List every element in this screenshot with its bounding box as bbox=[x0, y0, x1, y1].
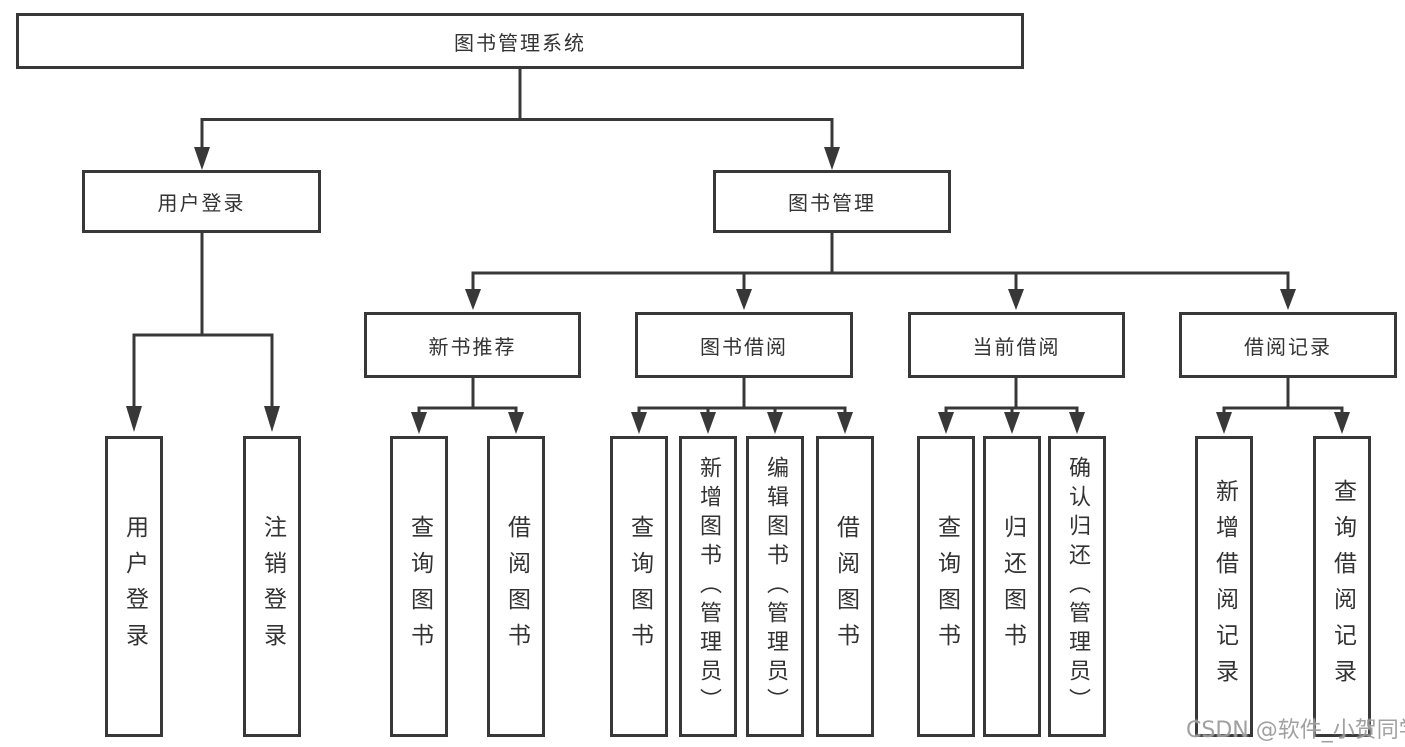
leaf-return-books: 归还图书 bbox=[983, 436, 1041, 737]
node-borrow-records: 借阅记录 bbox=[1179, 312, 1397, 378]
leaf-label: 新增图书（管理员） bbox=[696, 456, 721, 717]
leaf-label: 查询图书 bbox=[406, 514, 433, 659]
node-label: 用户登录 bbox=[157, 191, 246, 215]
leaf-logout: 注销登录 bbox=[243, 436, 301, 737]
node-current-borrowing: 当前借阅 bbox=[908, 312, 1125, 378]
leaf-user-login: 用户登录 bbox=[105, 436, 163, 737]
node-label: 图书借阅 bbox=[700, 334, 788, 359]
leaf-label: 查询图书 bbox=[933, 514, 960, 659]
leaf-query-books: 查询图书 bbox=[610, 436, 668, 737]
node-book-management: 图书管理 bbox=[713, 170, 951, 233]
leaf-query-books: 查询图书 bbox=[917, 436, 975, 737]
node-label: 新书推荐 bbox=[428, 334, 517, 359]
leaf-label: 借阅图书 bbox=[503, 514, 530, 659]
leaf-add-borrow-record: 新增借阅记录 bbox=[1195, 436, 1253, 737]
leaf-label: 用户登录 bbox=[121, 514, 148, 659]
leaf-confirm-return-admin: 确认归还（管理员） bbox=[1048, 436, 1106, 737]
node-user-login: 用户登录 bbox=[82, 170, 321, 233]
leaf-label: 确认归还（管理员） bbox=[1065, 456, 1090, 717]
leaf-borrow-books: 借阅图书 bbox=[487, 436, 545, 737]
leaf-label: 编辑图书（管理员） bbox=[763, 456, 788, 717]
csdn-watermark: CSDN @软件_小贺同学 bbox=[1186, 718, 1405, 743]
node-library-system: 图书管理系统 bbox=[16, 13, 1024, 69]
leaf-query-borrow-record: 查询借阅记录 bbox=[1313, 436, 1371, 737]
leaf-label: 查询借阅记录 bbox=[1329, 478, 1356, 695]
leaf-label: 新增借阅记录 bbox=[1211, 478, 1238, 695]
node-label: 当前借阅 bbox=[972, 334, 1061, 359]
node-new-book-recommend: 新书推荐 bbox=[364, 312, 581, 378]
leaf-label: 归还图书 bbox=[999, 514, 1026, 659]
node-label: 图书管理系统 bbox=[454, 30, 586, 55]
leaf-label: 注销登录 bbox=[259, 514, 286, 659]
node-label: 借阅记录 bbox=[1244, 334, 1332, 359]
leaf-label: 借阅图书 bbox=[832, 514, 859, 659]
leaf-borrow-books: 借阅图书 bbox=[816, 436, 874, 737]
leaf-edit-books-admin: 编辑图书（管理员） bbox=[746, 436, 804, 737]
leaf-label: 查询图书 bbox=[626, 514, 653, 659]
leaf-query-books: 查询图书 bbox=[390, 436, 448, 737]
leaf-add-books-admin: 新增图书（管理员） bbox=[679, 436, 737, 737]
node-label: 图书管理 bbox=[788, 191, 876, 215]
node-book-borrowing: 图书借阅 bbox=[635, 312, 853, 378]
